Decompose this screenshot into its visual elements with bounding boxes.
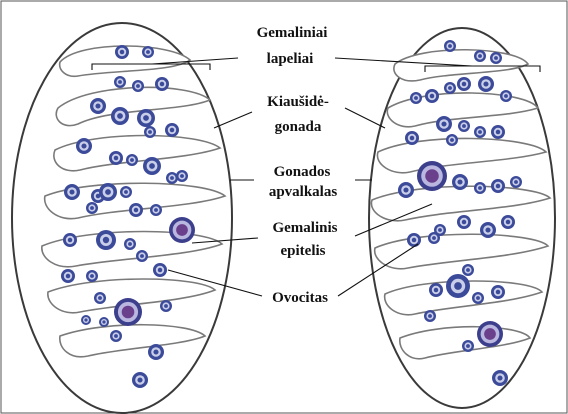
oocyte-cell — [136, 250, 148, 262]
oocyte-cell — [86, 202, 98, 214]
label-germinal-epithelium-2: epitelis — [281, 243, 326, 259]
oocyte-cell — [405, 131, 419, 145]
oocyte-cell — [150, 204, 162, 216]
oocyte-cell — [410, 92, 422, 104]
oocyte-cell — [148, 344, 164, 360]
oocyte-cell — [491, 285, 505, 299]
oocyte-cell — [166, 172, 178, 184]
large-oocyte — [417, 161, 447, 191]
label-oocytes: Ovocitas — [272, 290, 328, 306]
oocyte-cell — [165, 123, 179, 137]
oocyte-cell — [429, 283, 443, 297]
oocyte-cell — [155, 77, 169, 91]
oocyte-cell — [457, 215, 471, 229]
oocyte-cell — [480, 222, 496, 238]
oocyte-cell — [424, 310, 436, 322]
oocyte-cell — [81, 315, 91, 325]
oocyte-cell — [444, 40, 456, 52]
oocyte-cell — [96, 230, 116, 250]
oocyte-cell — [64, 184, 80, 200]
oocyte-cell — [94, 292, 106, 304]
oocyte-cell — [144, 126, 156, 138]
oocyte-cell — [126, 154, 138, 166]
label-germinal-epithelium-1: Gemalinis — [272, 220, 337, 236]
label-germinal-lamellae-2: lapeliai — [267, 51, 314, 67]
oocyte-cell — [457, 77, 471, 91]
oocyte-cell — [124, 238, 136, 250]
oocyte-cell — [444, 82, 456, 94]
oocyte-cell — [132, 80, 144, 92]
oocyte-cell — [143, 157, 161, 175]
oocyte-cell — [436, 116, 452, 132]
oocyte-cell — [63, 233, 77, 247]
large-oocyte — [477, 321, 503, 347]
label-gonad-wall-1: Gonados — [274, 164, 331, 180]
oocyte-cell — [110, 330, 122, 342]
oocyte-cell — [434, 224, 446, 236]
oocyte-cell — [120, 186, 132, 198]
oocyte-cell — [160, 300, 172, 312]
oocyte-cell — [462, 264, 474, 276]
oocyte-cell — [61, 269, 75, 283]
oocyte-cell — [478, 76, 494, 92]
oocyte-cell — [462, 340, 474, 352]
oocyte-cell — [491, 179, 505, 193]
oocyte-cell — [407, 233, 421, 247]
oocyte-cell — [129, 203, 143, 217]
oocyte-cell — [425, 89, 439, 103]
oocyte-cell — [114, 76, 126, 88]
oocyte-cell — [142, 46, 154, 58]
oocyte-cell — [398, 182, 414, 198]
oocyte-cell — [474, 50, 486, 62]
large-oocyte — [114, 298, 142, 326]
left-gonad — [12, 23, 232, 413]
oocyte-cell — [510, 176, 522, 188]
label-ovary-gonad-2: gonada — [275, 119, 322, 135]
label-ovary-gonad-1: Kiaušidė- — [267, 94, 329, 110]
oocyte-cell — [86, 270, 98, 282]
oocyte-cell — [111, 107, 129, 125]
oocyte-cell — [115, 45, 129, 59]
oocyte-cell — [474, 126, 486, 138]
oocyte-cell — [446, 274, 470, 298]
oocyte-cell — [90, 98, 106, 114]
oocyte-cell — [491, 125, 505, 139]
label-gonad-wall-2: apvalkalas — [269, 184, 338, 200]
oocyte-cell — [76, 138, 92, 154]
oocyte-cell — [492, 370, 508, 386]
oocyte-cell — [99, 317, 109, 327]
oocyte-cell — [501, 215, 515, 229]
oocyte-cell — [176, 170, 188, 182]
oocyte-cell — [490, 52, 502, 64]
oocyte-cell — [458, 120, 470, 132]
oocyte-cell — [109, 151, 123, 165]
oocyte-cell — [452, 174, 468, 190]
oocyte-cell — [153, 263, 167, 277]
oocyte-cell — [500, 90, 512, 102]
oocyte-cell — [474, 182, 486, 194]
label-germinal-lamellae-1: Gemaliniai — [257, 25, 328, 41]
oocyte-cell — [99, 183, 117, 201]
large-oocyte — [169, 217, 195, 243]
oocyte-cell — [446, 134, 458, 146]
oocyte-cell — [132, 372, 148, 388]
oocyte-cell — [137, 109, 155, 127]
oocyte-cell — [472, 292, 484, 304]
